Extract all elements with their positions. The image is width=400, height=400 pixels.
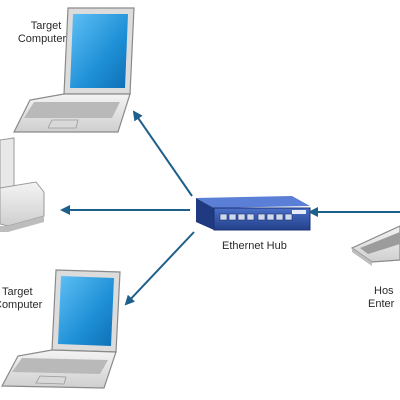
middle-desktop-computer — [0, 137, 45, 232]
top-target-laptop — [13, 7, 135, 133]
host-label-line2: Enter — [368, 298, 395, 310]
host-label: Hos Enter — [368, 285, 394, 311]
ethernet-hub — [196, 196, 311, 231]
arrow-hub-to-bottom-target — [124, 231, 195, 306]
hub-label: Ethernet Hub — [222, 240, 287, 252]
top-target-label-line2: Computer — [17, 33, 67, 45]
top-target-screen — [70, 14, 128, 88]
bottom-target-label: Target Computer — [0, 286, 44, 312]
host-laptop — [350, 225, 400, 266]
bottom-target-laptop — [1, 269, 121, 389]
top-target-label: Target Computer — [18, 20, 72, 46]
bottom-target-label-line1: Target — [2, 286, 33, 298]
hub-ports — [219, 213, 293, 221]
host-label-line1: Hos — [374, 285, 394, 297]
connection-arrows — [60, 110, 400, 306]
arrow-hub-to-top-target — [132, 110, 193, 197]
top-target-label-line1: Target — [30, 20, 62, 32]
bottom-target-label-line2: Computer — [0, 299, 43, 311]
bottom-target-screen — [58, 276, 114, 346]
